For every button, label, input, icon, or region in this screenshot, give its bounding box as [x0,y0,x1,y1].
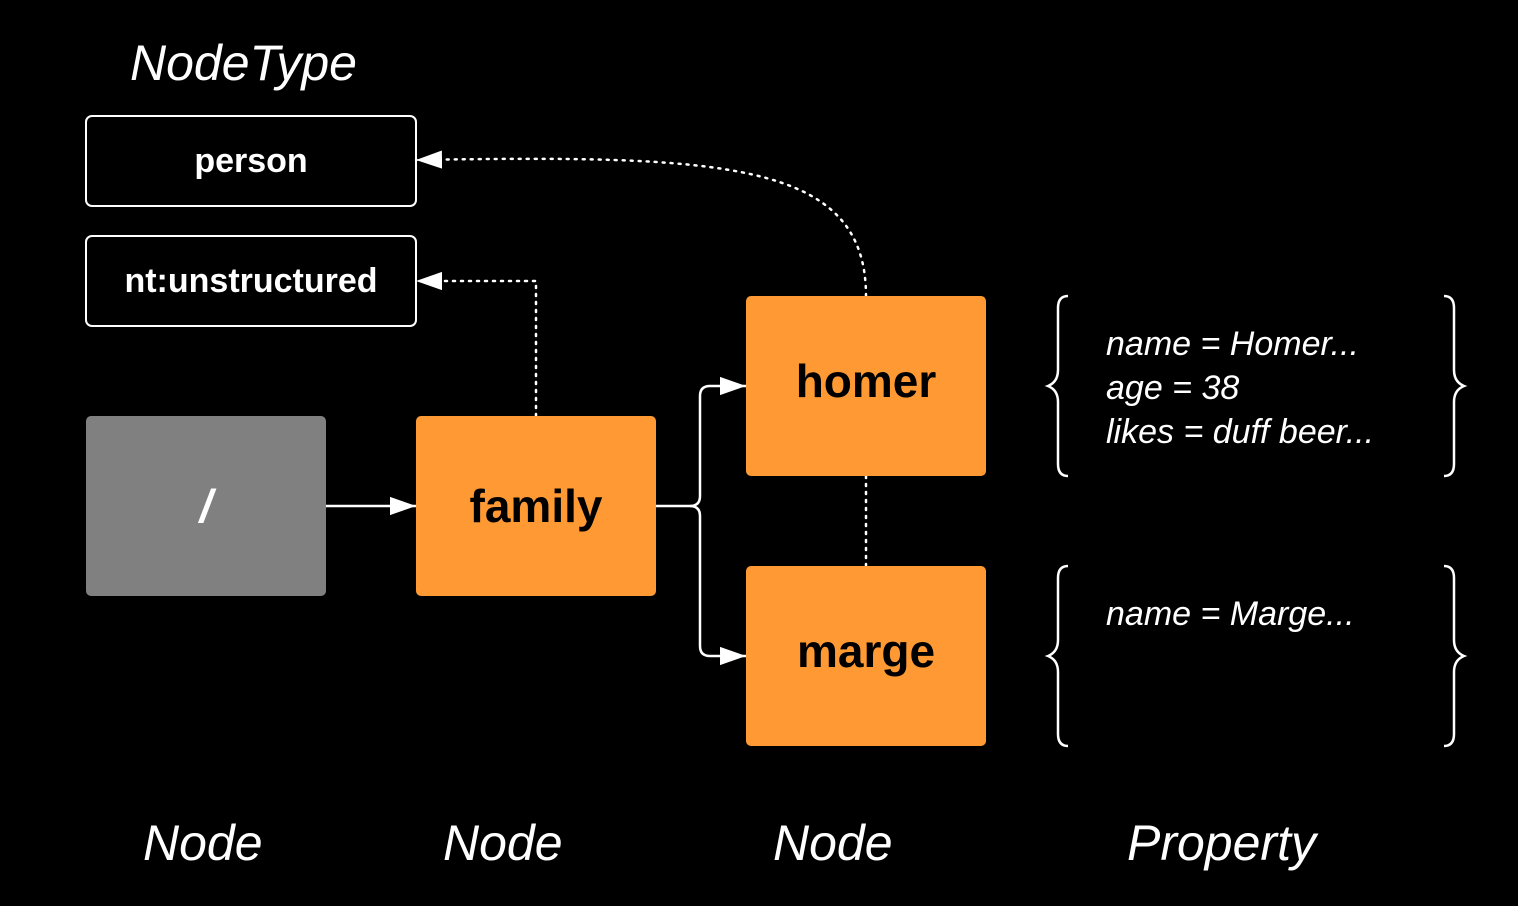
homer-node: homer [746,296,986,476]
family-type-link [414,271,538,418]
homer-props-left-brace [1044,294,1069,478]
marge-props-left-brace [1044,564,1069,748]
marge-properties: name = Marge... [1106,592,1355,636]
property-name: name = Homer... [1106,325,1359,363]
column-label-node-1: Node [143,815,263,871]
property-likes: likes = duff beer... [1106,413,1375,451]
marge-node: marge [746,566,986,746]
homer-properties: name = Homer... age = 38 likes = duff be… [1106,322,1374,454]
property-name: name = Marge... [1106,595,1355,633]
marge-props-right-brace [1443,564,1468,748]
homer-props-right-brace [1443,294,1468,478]
nodetype-unstructured-box: nt:unstructured [85,235,417,327]
nodetype-person-box: person [85,115,417,207]
homer-type-link [414,150,868,298]
property-age: age = 38 [1106,369,1240,407]
column-label-node-2: Node [443,815,563,871]
nodetype-title: NodeType [130,35,357,91]
column-label-node-3: Node [773,815,893,871]
family-to-homer-arrow [656,376,746,508]
root-node: / [86,416,326,596]
family-node: family [416,416,656,596]
family-to-marge-arrow [689,504,746,666]
column-label-property: Property [1127,815,1316,871]
